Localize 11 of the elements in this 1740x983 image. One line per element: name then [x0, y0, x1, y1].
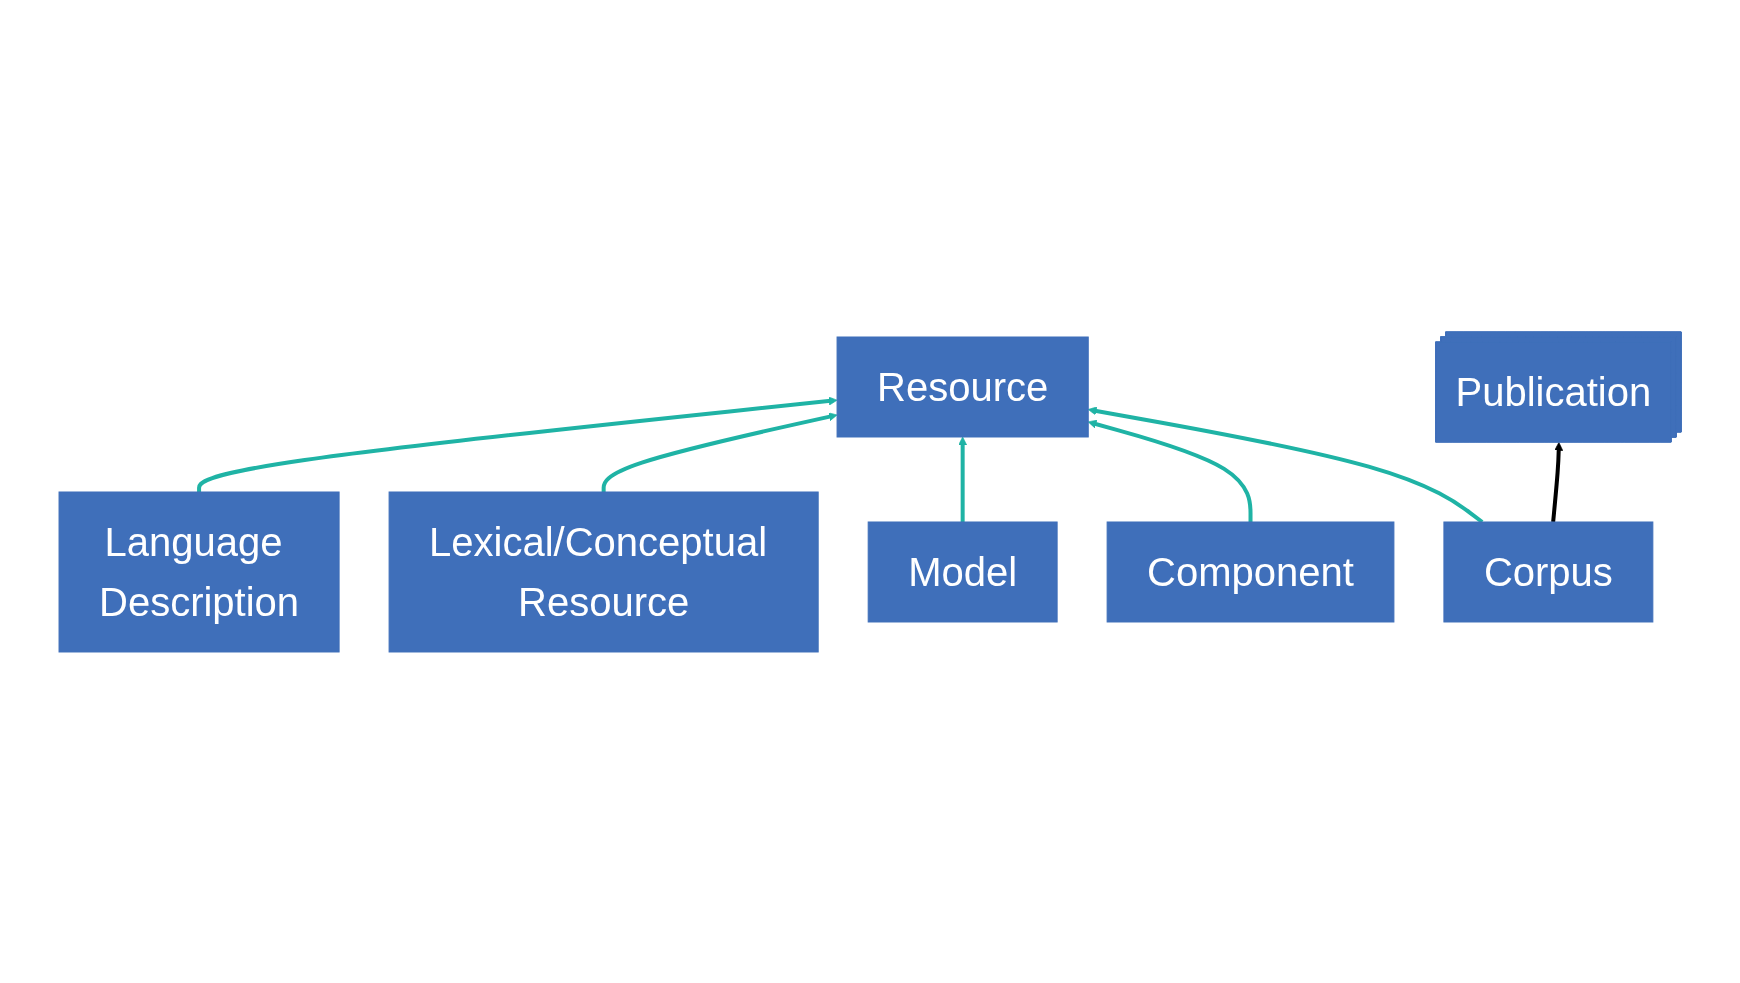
node-box: Model — [867, 521, 1058, 622]
arrow — [1551, 441, 1563, 522]
node-box: Component — [1106, 521, 1395, 622]
node-box: Resource — [836, 336, 1089, 437]
node-box: Lexical/Conceptual Resource — [388, 491, 819, 652]
node-box: Corpus — [1443, 521, 1654, 622]
arrow — [196, 396, 838, 492]
arrow — [958, 436, 967, 522]
arrow — [601, 411, 838, 492]
node-box: Language Description — [58, 491, 340, 652]
arrow — [1087, 419, 1253, 522]
